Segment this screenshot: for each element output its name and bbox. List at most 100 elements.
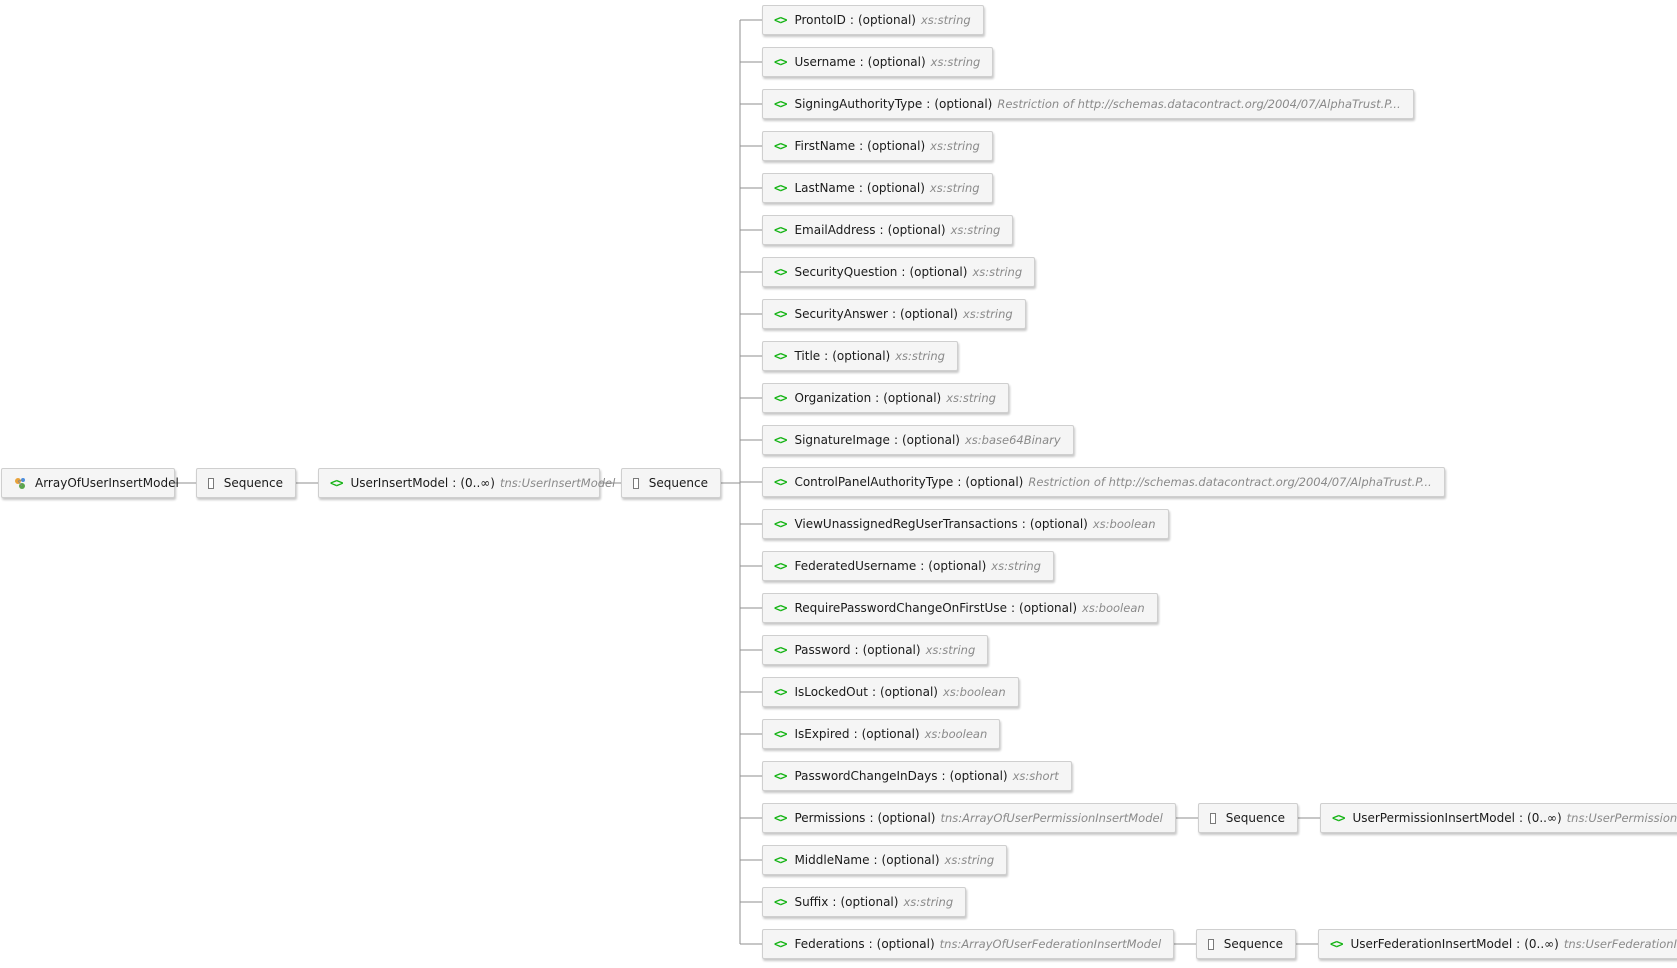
element-icon: <> bbox=[774, 811, 787, 825]
element-occurs: (optional) bbox=[866, 181, 925, 195]
element-type: tns:ArrayOfUserPermissionInsertModel bbox=[940, 811, 1163, 825]
element-node-require-password-change-on-first-use[interactable]: <>RequirePasswordChangeOnFirstUse:(optio… bbox=[762, 593, 1158, 623]
element-occurs: (optional) bbox=[1019, 601, 1078, 615]
element-type: xs:string bbox=[930, 55, 981, 69]
element-type: xs:string bbox=[903, 895, 954, 909]
element-node-username[interactable]: <>Username:(optional)xs:string bbox=[762, 47, 994, 77]
element-name: PasswordChangeInDays bbox=[794, 769, 938, 783]
element-type: xs:short bbox=[1012, 769, 1059, 783]
element-icon: <> bbox=[774, 349, 787, 363]
element-name: Federations bbox=[794, 937, 865, 951]
element-occurs: (optional) bbox=[867, 139, 926, 153]
element-node-user-insert-model[interactable]: <> UserInsertModel : (0..∞) tns:UserInse… bbox=[318, 468, 615, 498]
sequence-node[interactable]: Sequence bbox=[1198, 803, 1298, 833]
element-name: UserPermissionInsertModel bbox=[1352, 811, 1515, 825]
element-node-view-unassigned-reg-user-transactions[interactable]: <>ViewUnassignedRegUserTransactions:(opt… bbox=[762, 509, 1169, 539]
element-occurs: (optional) bbox=[883, 391, 942, 405]
element-icon: <> bbox=[774, 685, 787, 699]
element-icon: <> bbox=[774, 559, 787, 573]
element-node-permissions[interactable]: <>Permissions:(optional)tns:ArrayOfUserP… bbox=[762, 803, 1176, 833]
element-type: Restriction of http://schemas.datacontra… bbox=[997, 97, 1401, 111]
element-occurs: (optional) bbox=[861, 727, 920, 741]
element-name: Permissions bbox=[794, 811, 866, 825]
root-node-label: ArrayOfUserInsertModel bbox=[35, 476, 179, 490]
element-node-email-address[interactable]: <>EmailAddress:(optional)xs:string bbox=[762, 215, 1014, 245]
element-name: RequirePasswordChangeOnFirstUse bbox=[794, 601, 1007, 615]
element-node-password-change-in-days[interactable]: <>PasswordChangeInDays:(optional)xs:shor… bbox=[762, 761, 1072, 791]
element-occurs: (optional) bbox=[881, 853, 940, 867]
element-icon: <> bbox=[774, 433, 787, 447]
element-icon: <> bbox=[774, 391, 787, 405]
sequence-icon bbox=[208, 477, 214, 489]
element-name: FirstName bbox=[794, 139, 856, 153]
element-node-security-question[interactable]: <>SecurityQuestion:(optional)xs:string bbox=[762, 257, 1036, 287]
element-occurs: (optional) bbox=[928, 559, 987, 573]
sequence-label: Sequence bbox=[648, 476, 708, 490]
element-node-control-panel-authority-type[interactable]: <>ControlPanelAuthorityType:(optional)Re… bbox=[762, 467, 1445, 497]
sequence-icon bbox=[633, 477, 639, 489]
element-icon: <> bbox=[774, 307, 787, 321]
root-node-array-of-user-insert-model[interactable]: ArrayOfUserInsertModel bbox=[1, 468, 179, 498]
sequence-node-user-insert-model[interactable]: Sequence bbox=[621, 468, 721, 498]
element-type: xs:string bbox=[929, 181, 980, 195]
element-icon: <> bbox=[774, 517, 787, 531]
element-occurs: (optional) bbox=[832, 349, 891, 363]
element-name: IsExpired bbox=[794, 727, 850, 741]
sequence-node[interactable]: Sequence bbox=[1196, 929, 1296, 959]
element-occurs: (optional) bbox=[965, 475, 1024, 489]
element-node-middle-name[interactable]: <>MiddleName:(optional)xs:string bbox=[762, 845, 1008, 875]
element-icon: <> bbox=[1332, 811, 1345, 825]
element-icon: <> bbox=[774, 769, 787, 783]
element-name: ControlPanelAuthorityType bbox=[794, 475, 954, 489]
element-node-is-expired[interactable]: <>IsExpired:(optional)xs:boolean bbox=[762, 719, 1001, 749]
element-name: Title bbox=[794, 349, 821, 363]
element-node-signing-authority-type[interactable]: <>SigningAuthorityType:(optional)Restric… bbox=[762, 89, 1414, 119]
element-name: IsLockedOut bbox=[794, 685, 868, 699]
sequence-icon bbox=[1208, 938, 1214, 950]
element-node-federated-username[interactable]: <>FederatedUsername:(optional)xs:string bbox=[762, 551, 1054, 581]
element-node-federations[interactable]: <>Federations:(optional)tns:ArrayOfUserF… bbox=[762, 929, 1175, 959]
element-node-last-name[interactable]: <>LastName:(optional)xs:string bbox=[762, 173, 993, 203]
element-node-pronto-id[interactable]: <>ProntoID:(optional)xs:string bbox=[762, 5, 984, 35]
element-icon: <> bbox=[774, 853, 787, 867]
element-icon: <> bbox=[774, 727, 787, 741]
element-type: xs:string bbox=[930, 139, 980, 153]
element-type: xs:string bbox=[946, 391, 996, 405]
element-icon: <> bbox=[774, 643, 787, 657]
element-icon: <> bbox=[1330, 937, 1343, 951]
element-occurs: (optional) bbox=[840, 895, 899, 909]
element-node-user-permission-insert-model[interactable]: <>UserPermissionInsertModel:(0..∞)tns:Us… bbox=[1320, 803, 1677, 833]
element-node-first-name[interactable]: <>FirstName:(optional)xs:string bbox=[762, 131, 993, 161]
element-node-signature-image[interactable]: <>SignatureImage:(optional)xs:base64Bina… bbox=[762, 425, 1074, 455]
element-icon: <> bbox=[774, 475, 787, 489]
element-name: Suffix bbox=[794, 895, 829, 909]
sequence-label: Sequence bbox=[223, 476, 283, 490]
element-node-suffix[interactable]: <>Suffix:(optional)xs:string bbox=[762, 887, 967, 917]
element-type: xs:string bbox=[895, 349, 945, 363]
element-icon: <> bbox=[774, 601, 787, 615]
element-node-organization[interactable]: <>Organization:(optional)xs:string bbox=[762, 383, 1009, 413]
element-occurs: (optional) bbox=[867, 55, 926, 69]
element-occurs: (optional) bbox=[934, 97, 993, 111]
sequence-node-root[interactable]: Sequence bbox=[196, 468, 296, 498]
element-type: xs:boolean bbox=[1082, 601, 1145, 615]
element-occurs: (optional) bbox=[879, 685, 938, 699]
element-icon: <> bbox=[774, 97, 787, 111]
element-icon: <> bbox=[774, 265, 787, 279]
element-type: tns:UserPermissionInsertModel bbox=[1566, 811, 1677, 825]
element-node-security-answer[interactable]: <>SecurityAnswer:(optional)xs:string bbox=[762, 299, 1026, 329]
element-node-user-federation-insert-model[interactable]: <>UserFederationInsertModel:(0..∞)tns:Us… bbox=[1318, 929, 1677, 959]
element-occurs: (optional) bbox=[1029, 517, 1088, 531]
element-type: xs:boolean bbox=[942, 685, 1006, 699]
element-type: xs:string bbox=[920, 13, 971, 27]
element-occurs: (optional) bbox=[899, 307, 958, 321]
element-node-title[interactable]: <>Title:(optional)xs:string bbox=[762, 341, 958, 371]
element-occurs: (optional) bbox=[887, 223, 946, 237]
element-node-password[interactable]: <>Password:(optional)xs:string bbox=[762, 635, 989, 665]
element-type: xs:string bbox=[962, 307, 1013, 321]
element-occurs: (0..∞) bbox=[1527, 811, 1562, 825]
element-node-is-locked-out[interactable]: <>IsLockedOut:(optional)xs:boolean bbox=[762, 677, 1019, 707]
element-icon: <> bbox=[774, 13, 787, 27]
element-type: xs:string bbox=[991, 559, 1041, 573]
